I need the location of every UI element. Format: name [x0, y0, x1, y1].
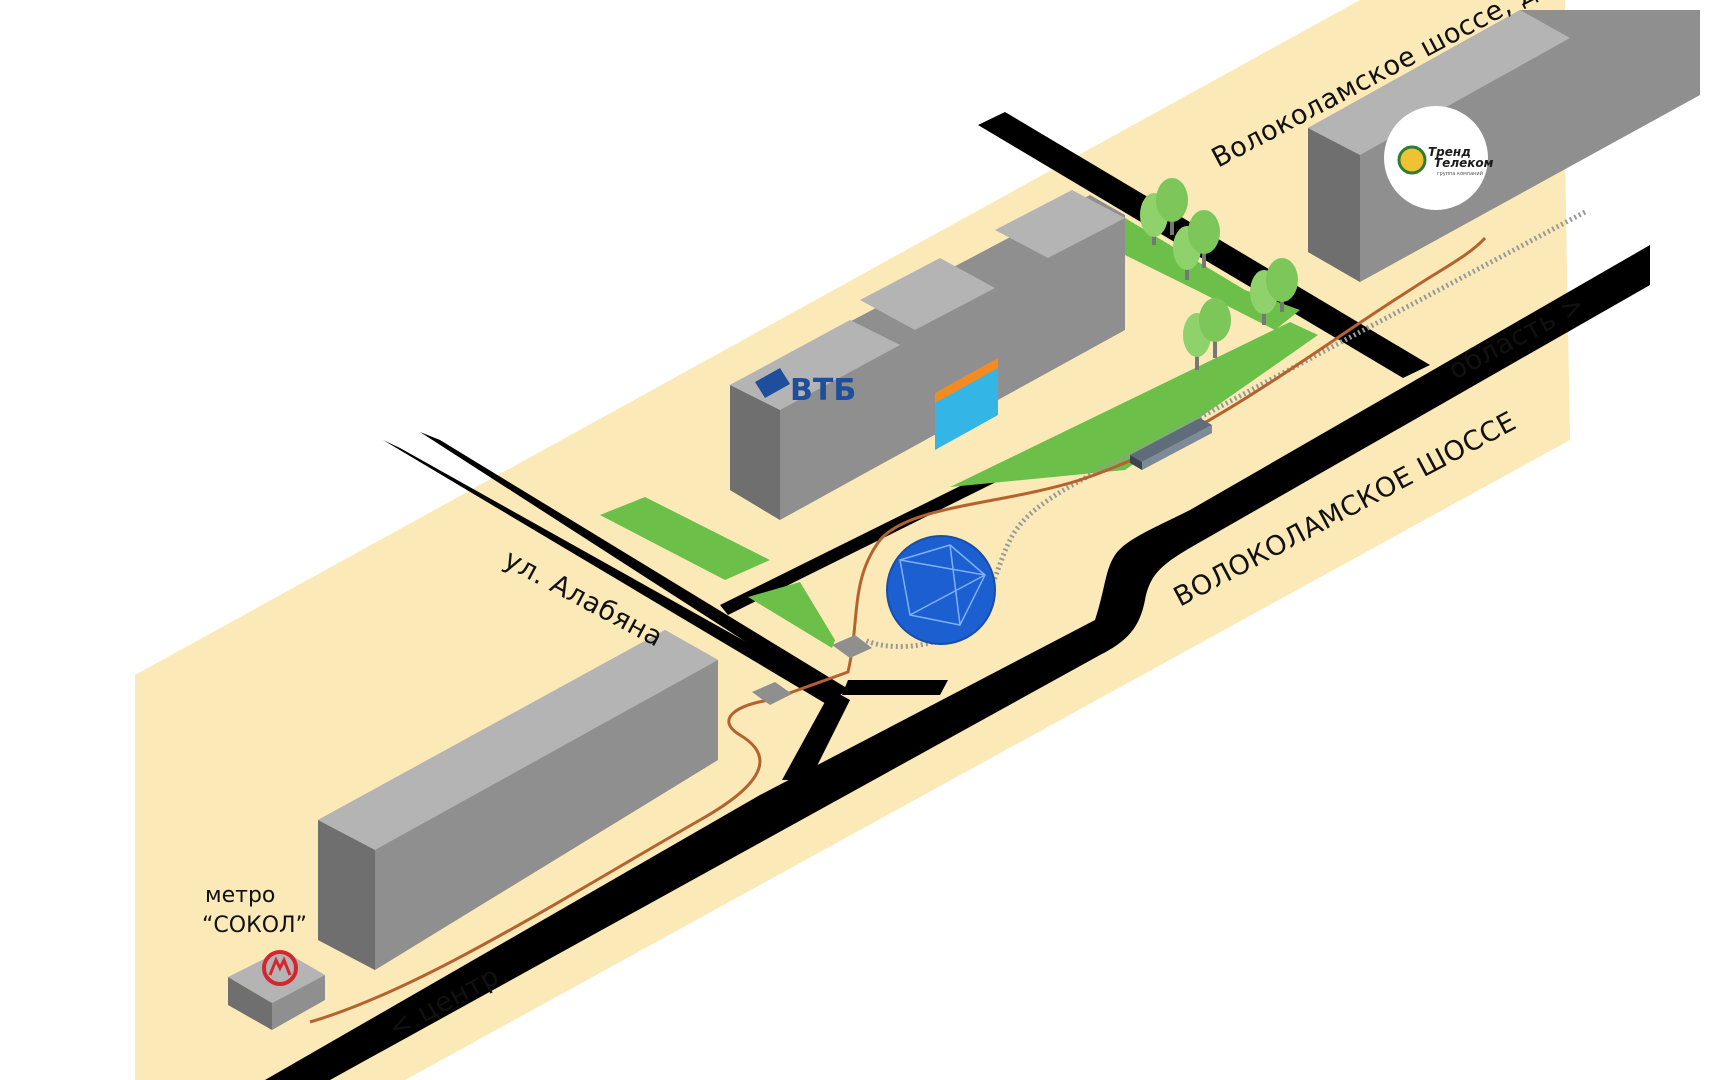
- vtb-logo: ВТБ: [755, 368, 856, 408]
- building-vtb: ВТБ: [730, 190, 1125, 520]
- road-alabyana-right: [420, 432, 850, 698]
- road-alabyana-left: [383, 440, 850, 708]
- train: [1130, 418, 1212, 470]
- tree-2: [1156, 178, 1188, 235]
- tree-4: [1188, 210, 1220, 268]
- walking-route: [309, 237, 1487, 1024]
- trend-telecom-logo: Тренд Телеком группа компаний: [1384, 106, 1494, 210]
- label-metro-line1: метро: [205, 883, 275, 908]
- building-long-left: [318, 630, 718, 970]
- kiosk-1: [832, 635, 872, 658]
- building-trend-telecom: Тренд Телеком группа компаний: [1308, 10, 1700, 282]
- trend-telecom-logo-line2: Телеком: [1434, 156, 1494, 170]
- tree-6: [1266, 258, 1298, 312]
- grass-strip: [950, 322, 1318, 487]
- tree-8: [1199, 298, 1231, 358]
- grass-patch-1: [600, 497, 770, 580]
- trees: [1140, 178, 1298, 370]
- label-metro-line2: “СОКОЛ”: [202, 913, 307, 938]
- railway-line: [863, 209, 1587, 649]
- vtb-logo-text: ВТБ: [790, 373, 856, 408]
- trend-telecom-logo-line1: Тренд: [1428, 145, 1471, 159]
- metro-logo-icon: [262, 950, 298, 986]
- main-highway: [265, 245, 1650, 1080]
- metro-entrance: [228, 950, 325, 1030]
- service-road: [842, 680, 948, 695]
- sphere-roundabout: [886, 535, 996, 645]
- billboard: [935, 358, 998, 450]
- road-alabyana-connector: [782, 700, 850, 780]
- grass-patch-2: [748, 582, 835, 648]
- kiosk-2: [752, 682, 792, 705]
- trend-telecom-logo-sub: группа компаний: [1437, 170, 1483, 177]
